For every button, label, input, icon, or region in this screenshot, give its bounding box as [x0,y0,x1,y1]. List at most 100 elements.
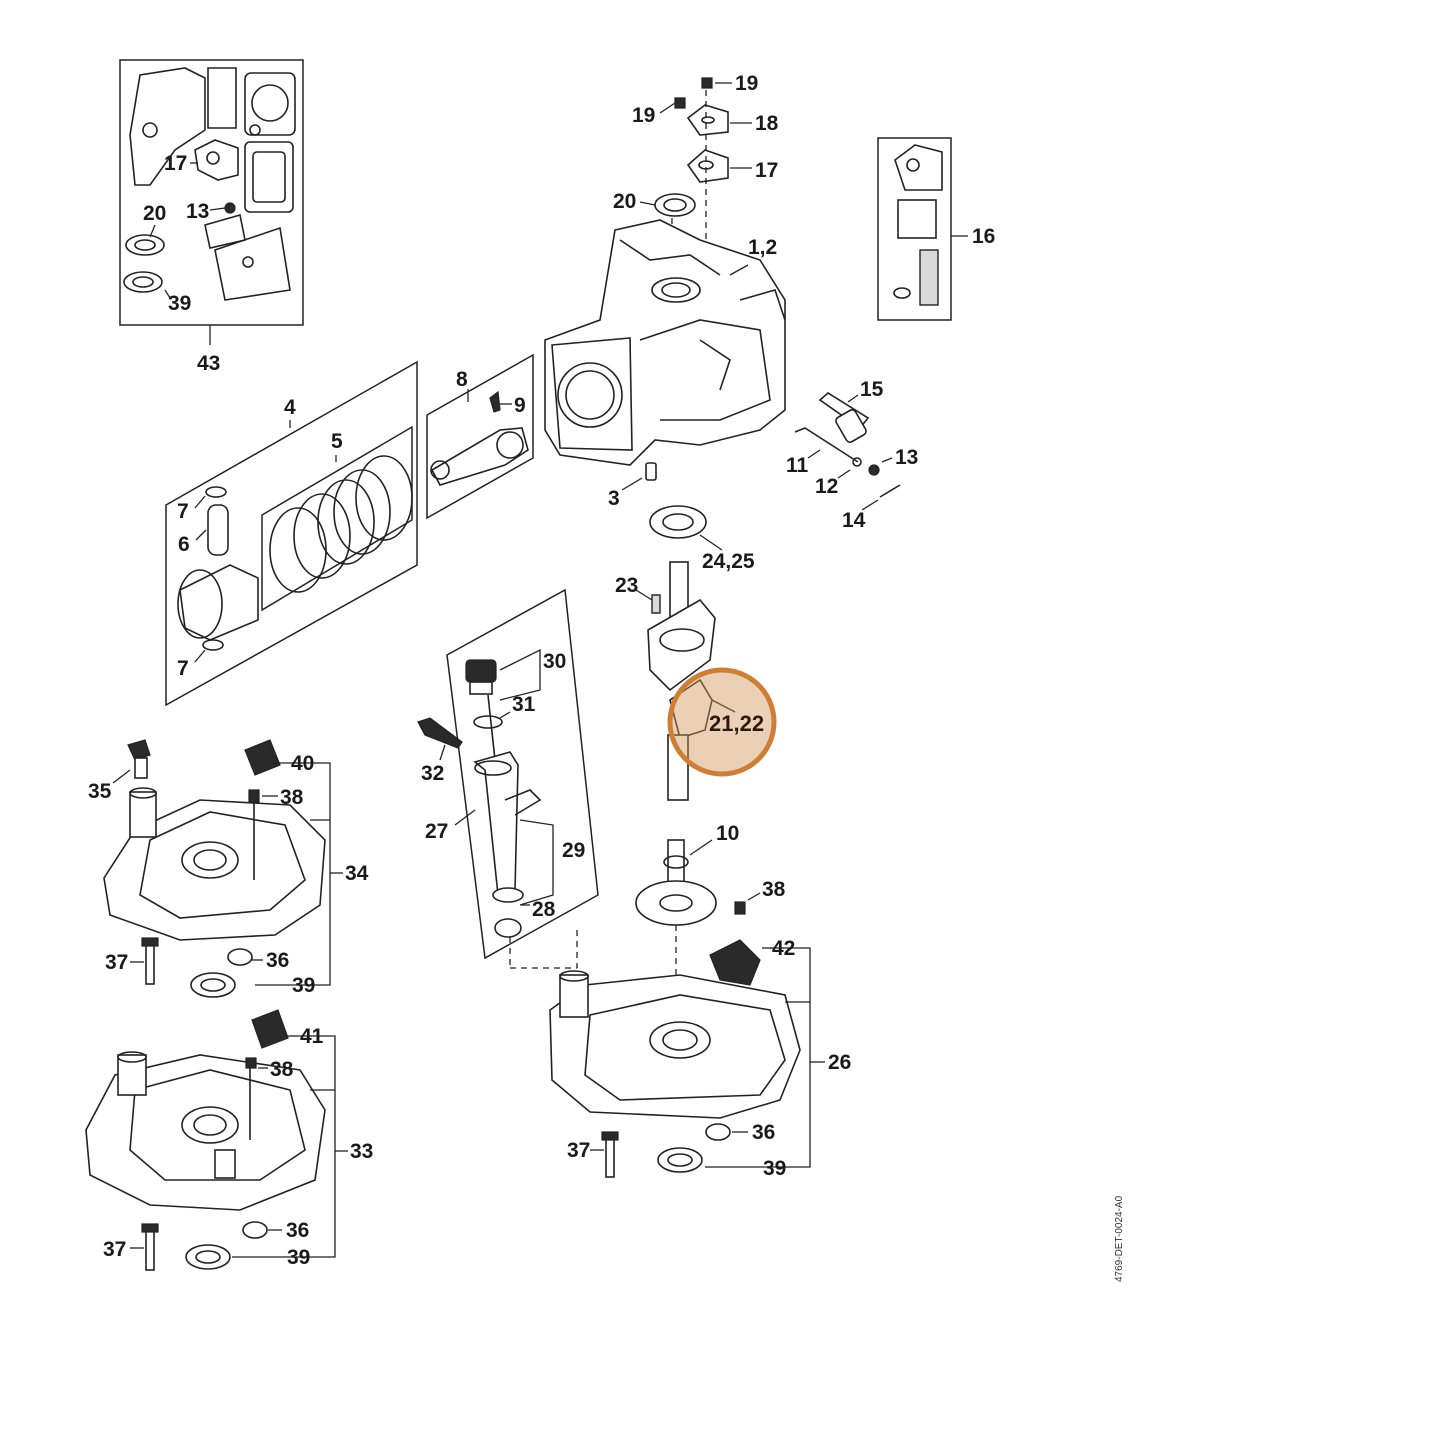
callout-9: 9 [514,394,526,417]
circlip-7b [202,639,224,651]
screw-19a [701,77,713,89]
callout-13-right: 13 [895,446,918,469]
governor-group: 15 11 12 13 14 [786,378,918,532]
callout-38-c: 38 [270,1058,294,1081]
crankcase-housing [544,219,786,466]
gasket-kit-frame [119,59,304,326]
governor-gear-40 [244,739,281,776]
bolt-37b [605,1136,615,1178]
piston-group: 4 5 7 6 7 [165,360,418,707]
callout-30: 30 [543,650,566,673]
oil-seal-39a [123,271,163,293]
dipstick-frame [446,588,599,960]
washer-12 [852,457,862,467]
callout-34: 34 [345,862,369,885]
breather-valve [897,199,937,239]
bushing-36a [227,948,253,966]
oil-seal-39d [185,1244,231,1270]
callout-33: 33 [350,1140,373,1163]
piston-rings [269,455,413,593]
rod-bolt-9 [489,390,501,413]
sump-33-group: 41 38 33 37 36 39 [85,1009,373,1271]
bushing-36b [705,1123,731,1141]
callout-27: 27 [425,820,448,843]
callout-39: 39 [168,292,191,315]
crankshaft-lower [667,734,689,801]
callout-35: 35 [88,780,112,803]
sump-34-group: 35 40 38 34 37 36 39 [88,739,369,998]
callout-36-a: 36 [266,949,289,972]
bushing-36c [242,1221,268,1239]
callout-15: 15 [860,378,884,401]
oil-seal-20b [654,193,696,217]
callout-37-c: 37 [103,1238,126,1261]
crankcase-group: 19 19 18 17 20 1,2 [544,72,786,466]
callout-8: 8 [456,368,468,391]
screw-38a [248,789,260,803]
callout-39-d: 39 [287,1246,310,1269]
callout-11: 11 [786,454,809,477]
dipstick-cap [465,659,497,683]
callout-19-left: 19 [632,104,655,127]
callout-12: 12 [815,475,838,498]
callout-7-bottom: 7 [177,657,189,680]
callout-19-top: 19 [735,72,758,95]
callout-40: 40 [291,752,314,775]
dipstick-group: 30 31 32 27 29 28 [417,588,599,969]
cylinder-gasket [129,67,206,186]
key-23 [651,594,661,614]
pin-14 [879,484,901,498]
intake-gasket [204,213,246,249]
oil-seal-39c [657,1147,703,1173]
callout-20: 20 [143,202,166,225]
callout-20-top: 20 [613,190,636,213]
callout-10: 10 [716,822,739,845]
seal-13a [224,202,236,214]
bolt-37a [145,941,155,985]
head-gasket [244,72,296,136]
conrod-group: 8 9 3 [426,353,657,520]
callout-41: 41 [300,1025,324,1048]
callout-39-c: 39 [763,1157,786,1180]
callout-21-22: 21,22 [709,711,764,736]
callout-28: 28 [532,898,556,921]
piston [179,564,259,641]
callout-16: 16 [972,225,995,248]
callout-43: 43 [197,352,220,375]
crankshaft-group: 24,25 23 21,22 [615,505,777,801]
screw-32 [417,717,463,749]
callout-38-b: 38 [762,878,786,901]
callout-6: 6 [178,533,190,556]
callout-4: 4 [284,396,296,419]
callout-24-25: 24,25 [702,550,755,573]
screw-38c [245,1057,257,1069]
highlight-marker [667,667,777,777]
o-ring-28 [494,918,522,938]
callout-17-top: 17 [755,159,778,182]
piston-frame [165,360,418,707]
callout-37-b: 37 [567,1139,590,1162]
filler-neck-33 [117,1054,147,1096]
callout-14: 14 [842,509,866,532]
callout-13: 13 [186,200,209,223]
filler-neck-26 [559,974,589,1018]
callout-42: 42 [772,937,795,960]
callout-23: 23 [615,574,638,597]
callout-17: 17 [164,152,187,175]
document-id: 4769-DET-0024-A0 [1114,1195,1125,1282]
cylinder-bore [557,362,623,428]
oil-seal-20a [125,234,165,256]
bolt-37c [145,1227,155,1271]
part-16-group: 16 [877,137,995,321]
callout-31: 31 [512,693,536,716]
callout-36-b: 36 [752,1121,775,1144]
plate-18 [686,104,729,136]
seal-13b [868,464,880,476]
crank-web [647,598,716,692]
dowel-pin-3 [645,462,657,481]
governor-gear-42 [709,939,761,986]
screw-38b [734,901,746,915]
gasket-17b [686,149,729,183]
gasket-17a [194,139,239,181]
